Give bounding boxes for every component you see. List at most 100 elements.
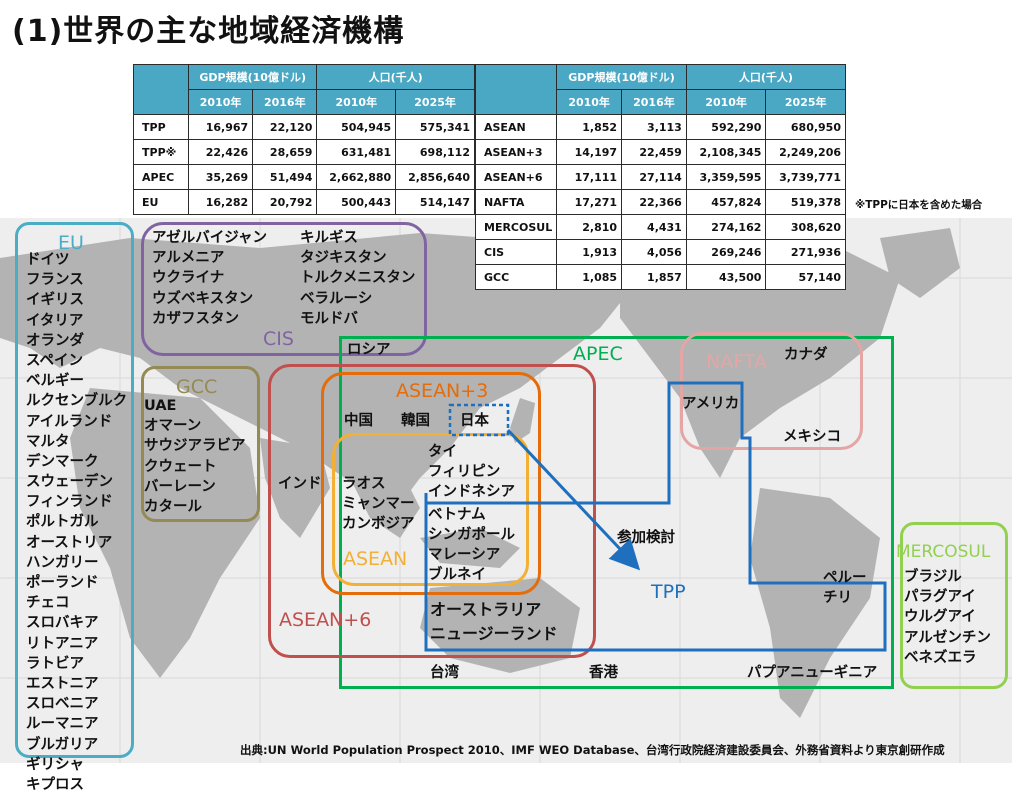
gdp-header: GDP規模(10億ドル)	[556, 64, 687, 90]
eu-member: ハンガリー	[26, 554, 99, 571]
table-row: EU 16,282 20,792 500,443 514,147	[133, 189, 475, 215]
country-hongkong: 香港	[589, 665, 618, 681]
gcc-label: GCC	[176, 376, 218, 398]
gdp-2010: 16,967	[187, 114, 254, 140]
gcc-member: サウジアラビア	[144, 438, 246, 455]
pop-2010: 504,945	[316, 114, 397, 140]
eu-member: マルタ	[26, 433, 70, 450]
region-name: APEC	[133, 164, 189, 190]
year-header: 2010年	[685, 89, 767, 115]
year-header: 2010年	[316, 89, 397, 115]
country-indonesia: インドネシア	[428, 484, 515, 500]
arrow-label-participation: 参加検討	[617, 530, 675, 546]
pop-2010: 500,443	[316, 189, 397, 215]
eu-member: チェコ	[26, 595, 70, 612]
year-header: 2010年	[556, 89, 623, 115]
source-citation: 出典:UN World Population Prospect 2010、IMF…	[240, 743, 945, 757]
cis-member: カザフスタン	[152, 310, 239, 327]
region-name: EU	[133, 189, 189, 215]
table-row: CIS 1,913 4,056 269,246 271,936	[474, 239, 846, 265]
gdp-2016: 28,659	[252, 139, 318, 165]
tpp-note: ※TPPに日本を含めた場合	[855, 199, 983, 211]
region-name: NAFTA	[474, 189, 558, 215]
corner-cell	[133, 64, 189, 115]
country-peru: ペルー	[823, 570, 867, 586]
stats-table-right: GDP規模(10億ドル) 人口(千人) 2010年 2016年 2010年 20…	[474, 64, 847, 290]
population-header: 人口(千人)	[685, 64, 847, 90]
gdp-2010: 1,913	[556, 239, 623, 265]
country-korea: 韓国	[401, 413, 430, 429]
country-cambodia: カンボジア	[342, 516, 415, 532]
gdp-2010: 17,111	[556, 164, 623, 190]
corner-cell	[474, 64, 558, 115]
mercosul-member: ブラジル	[904, 569, 962, 585]
gcc-member: バーレーン	[144, 478, 216, 495]
gdp-2016: 22,120	[252, 114, 318, 140]
pop-2025: 514,147	[395, 189, 475, 215]
japan-dotted-box	[448, 403, 510, 437]
mercosul-member: ベネズエラ	[904, 649, 977, 666]
apec-group-box	[339, 336, 894, 689]
country-newzealand: ニュージーランド	[430, 624, 558, 643]
pop-2010: 2,662,880	[316, 164, 397, 190]
pop-2025: 519,378	[765, 189, 846, 215]
pop-2025: 698,112	[395, 139, 475, 165]
nafta-label: NAFTA	[706, 351, 767, 373]
apec-label: APEC	[573, 343, 623, 365]
eu-member: ポーランド	[26, 575, 99, 591]
gdp-2010: 1,085	[556, 264, 623, 290]
gcc-group-box	[141, 366, 260, 522]
gdp-2010: 22,426	[187, 139, 254, 165]
cis-member: ベラルーシ	[300, 290, 373, 307]
table-row: TPP※ 22,426 28,659 631,481 698,112	[133, 139, 475, 165]
mercosul-member: ウルグアイ	[904, 609, 976, 626]
asean6-label: ASEAN+6	[279, 609, 372, 631]
eu-member: デンマーク	[26, 453, 99, 470]
country-myanmar: ミャンマー	[342, 496, 415, 512]
cis-member: キルギス	[300, 230, 358, 246]
cis-member: タジキスタン	[300, 250, 387, 267]
tpp-arrow	[506, 428, 641, 571]
country-singapore: シンガポール	[428, 527, 515, 543]
gcc-member: オマーン	[144, 418, 202, 435]
cis-member: ウズベキスタン	[152, 290, 254, 307]
mercosul-member: パラグアイ	[904, 589, 976, 606]
cis-member-list-1: アゼルバイジャンアルメニアウクライナウズベキスタンカザフスタン	[152, 228, 267, 329]
country-mexico: メキシコ	[783, 429, 841, 445]
country-japan: 日本	[460, 413, 489, 429]
stats-table-left: GDP規模(10億ドル) 人口(千人) 2010年 2016年 2010年 20…	[133, 64, 475, 215]
gdp-2010: 16,282	[187, 189, 254, 215]
pop-2025: 2,856,640	[395, 164, 475, 190]
table-row: GCC 1,085 1,857 43,500 57,140	[474, 264, 846, 290]
eu-member: リトアニア	[26, 635, 99, 652]
region-name: ASEAN+6	[474, 164, 558, 190]
country-thai: タイ	[428, 444, 457, 460]
eu-member: ルクセンブルク	[26, 393, 128, 410]
gdp-2016: 27,114	[621, 164, 687, 190]
eu-member: ポルトガル	[26, 514, 99, 531]
cis-group-box	[141, 222, 427, 356]
gdp-header: GDP規模(10億ドル)	[187, 64, 318, 90]
table-row: NAFTA 17,271 22,366 457,824 519,378	[474, 189, 846, 215]
cis-label: CIS	[263, 328, 294, 350]
gdp-2016: 1,857	[621, 264, 687, 290]
country-china: 中国	[344, 413, 373, 429]
table-row: TPP 16,967 22,120 504,945 575,341	[133, 114, 475, 140]
eu-member: フランス	[26, 272, 84, 289]
table-row: ASEAN+6 17,111 27,114 3,359,595 3,739,77…	[474, 164, 846, 190]
country-philippines: フィリピン	[428, 464, 501, 480]
region-name: CIS	[474, 239, 558, 265]
pop-2010: 43,500	[685, 264, 767, 290]
eu-member: オーストリア	[26, 534, 113, 551]
year-header: 2025年	[765, 89, 846, 115]
eu-member: スウェーデン	[26, 474, 113, 491]
eu-member: アイルランド	[26, 413, 113, 430]
pop-2010: 269,246	[685, 239, 767, 265]
gdp-2016: 22,459	[621, 139, 687, 165]
eu-label: EU	[58, 232, 84, 254]
pop-2010: 3,359,595	[685, 164, 767, 190]
gcc-member: カタール	[144, 498, 202, 515]
eu-member: イギリス	[26, 292, 84, 309]
mercosul-label: MERCOSUL	[896, 542, 991, 562]
